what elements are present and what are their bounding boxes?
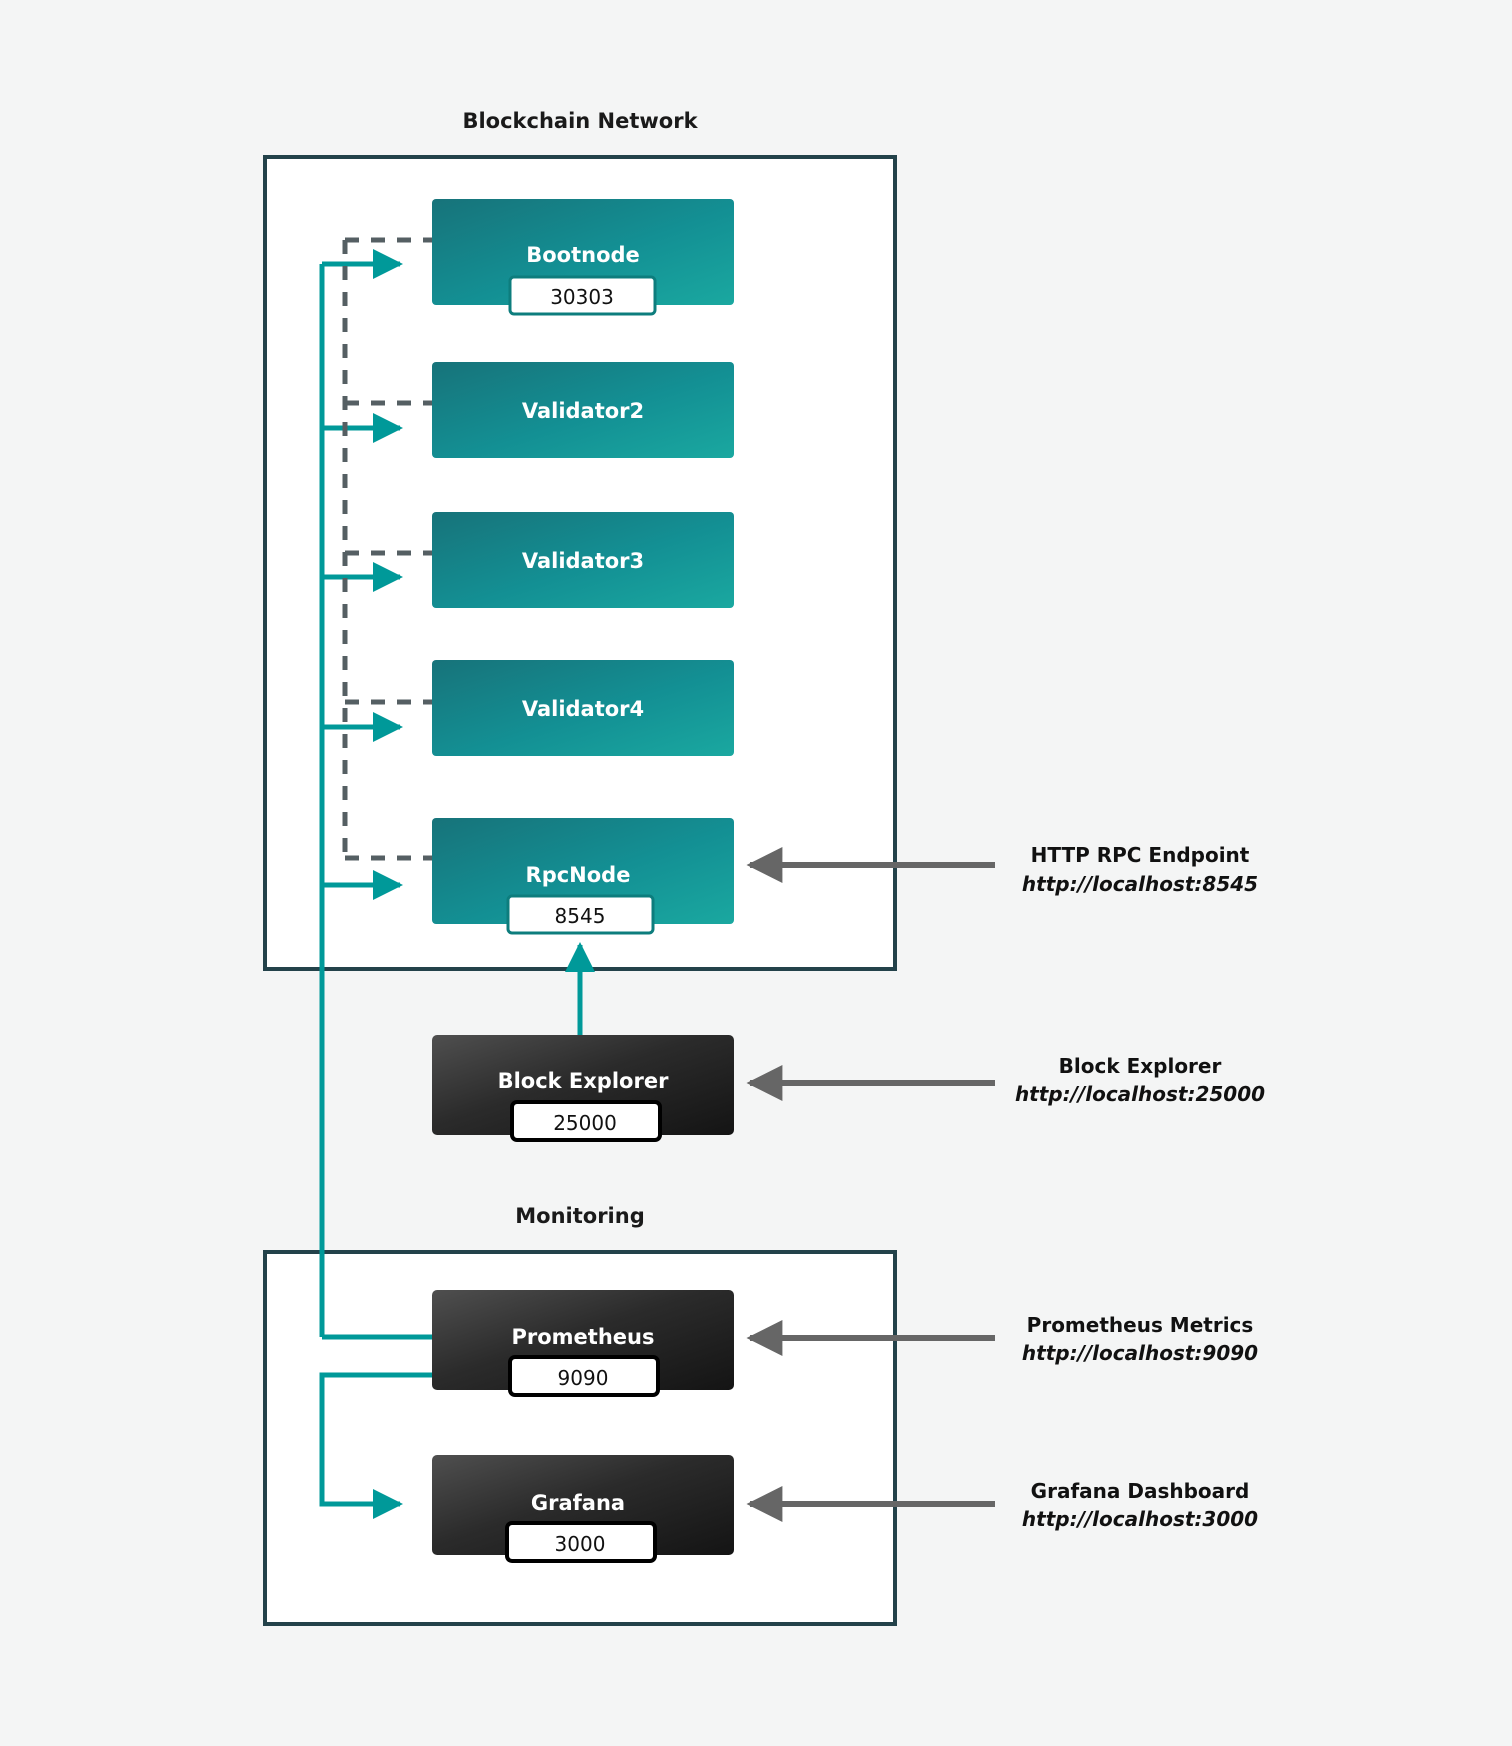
connector-peer-trunk	[319, 249, 432, 1340]
annotation-title-grafana-dashboard: Grafana Dashboard	[1031, 1479, 1250, 1503]
node-prometheus-port-badge	[508, 1355, 660, 1397]
node-prometheus[interactable]: Prometheus 9090	[432, 1290, 734, 1397]
node-rpcnode-port: 8545	[555, 904, 606, 928]
annotation-prometheus-metrics: Prometheus Metrics http://localhost:9090	[746, 1313, 1258, 1365]
node-bootnode-port-badge	[508, 275, 657, 316]
annotation-title-prometheus-metrics: Prometheus Metrics	[1027, 1313, 1254, 1337]
node-grafana[interactable]: Grafana 3000	[432, 1455, 734, 1563]
node-validator2[interactable]: Validator2	[432, 362, 734, 458]
node-validator2-label: Validator2	[522, 399, 644, 423]
node-validator2-box[interactable]	[432, 362, 734, 458]
annotation-block-explorer: Block Explorer http://localhost:25000	[746, 1054, 1265, 1106]
node-bootnode[interactable]: Bootnode 30303	[432, 199, 734, 316]
node-prometheus-port: 9090	[558, 1366, 609, 1390]
node-rpcnode-port-badge	[506, 894, 655, 935]
node-rpcnode-label: RpcNode	[526, 863, 631, 887]
node-validator3-box[interactable]	[432, 512, 734, 608]
node-validator4[interactable]: Validator4	[432, 660, 734, 756]
annotation-url-rpc-endpoint[interactable]: http://localhost:8545	[1022, 872, 1258, 896]
annotation-url-grafana-dashboard[interactable]: http://localhost:3000	[1022, 1507, 1258, 1531]
node-bootnode-port: 30303	[550, 285, 614, 309]
connector-prometheus-to-grafana	[319, 1372, 432, 1519]
node-validator3-label: Validator3	[522, 549, 644, 573]
node-grafana-port: 3000	[555, 1532, 606, 1556]
node-blockexplorer-label: Block Explorer	[498, 1069, 670, 1093]
node-prometheus-label: Prometheus	[512, 1325, 655, 1349]
annotation-rpc-endpoint: HTTP RPC Endpoint http://localhost:8545	[746, 843, 1258, 896]
annotation-url-block-explorer[interactable]: http://localhost:25000	[1015, 1082, 1265, 1106]
node-rpcnode[interactable]: RpcNode 8545	[432, 818, 734, 935]
annotation-grafana-dashboard: Grafana Dashboard http://localhost:3000	[746, 1479, 1258, 1531]
node-bootnode-label: Bootnode	[526, 243, 640, 267]
node-bootnode-box[interactable]	[432, 199, 734, 305]
node-grafana-label: Grafana	[531, 1491, 625, 1515]
group-title-monitoring: Monitoring	[515, 1204, 644, 1228]
node-validator4-label: Validator4	[522, 697, 644, 721]
node-blockexplorer-port-badge	[510, 1100, 662, 1142]
annotation-title-rpc-endpoint: HTTP RPC Endpoint	[1031, 843, 1250, 867]
node-blockexplorer[interactable]: Block Explorer 25000	[432, 1035, 734, 1142]
node-validator4-box[interactable]	[432, 660, 734, 756]
node-grafana-port-badge	[505, 1521, 657, 1563]
node-validator3[interactable]: Validator3	[432, 512, 734, 608]
annotation-url-prometheus-metrics[interactable]: http://localhost:9090	[1022, 1341, 1258, 1365]
group-title-blockchain-network: Blockchain Network	[462, 109, 698, 133]
annotation-title-block-explorer: Block Explorer	[1059, 1054, 1222, 1078]
node-blockexplorer-port: 25000	[553, 1111, 617, 1135]
